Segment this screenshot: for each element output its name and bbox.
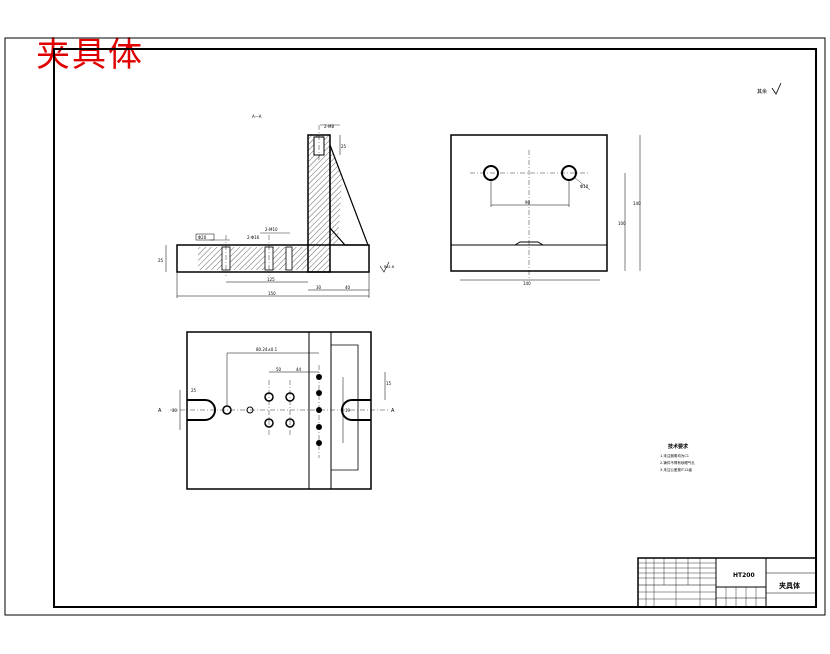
- note-1: 1.未注倒角均为C1: [660, 453, 689, 458]
- outer-border: [4, 37, 826, 616]
- dim-front-6: Ra1.6: [384, 265, 394, 269]
- dim-front-8: 125: [267, 277, 275, 282]
- dim-front-10: 40: [345, 285, 351, 290]
- roughness-note-text: 其余: [757, 88, 767, 95]
- top-view: 80.24±0.1 50 44 15 30 25 19 A A: [158, 331, 395, 490]
- dim-top-6: 25: [191, 388, 197, 393]
- side-view: 90 Φ10 140 100 140: [450, 134, 641, 286]
- title-block: HT200 夹具体: [637, 557, 817, 608]
- front-section-view: A—A: [158, 114, 394, 298]
- dim-side-3: 140: [523, 281, 531, 286]
- dim-top-2: 50: [276, 367, 282, 372]
- dim-front-5: Φ20: [198, 235, 207, 240]
- technical-notes: 技术要求 1.未注倒角均为C1 2.铸件不得有砂眼气孔 3.未注公差按IT12级: [660, 443, 695, 472]
- dim-front-9: 30: [316, 285, 322, 290]
- dim-top-4: 15: [386, 381, 392, 386]
- dim-top-5: 30: [172, 408, 178, 413]
- note-3: 3.未注公差按IT12级: [660, 467, 692, 472]
- dim-front-11: 150: [268, 291, 276, 296]
- dim-top-7: 19: [345, 408, 351, 413]
- dim-top-1: 80.24±0.1: [256, 347, 278, 352]
- title-block-material: HT200: [733, 572, 755, 579]
- dim-front-2: 25: [341, 144, 347, 149]
- inner-border: [53, 48, 817, 608]
- section-label: A—A: [252, 114, 262, 119]
- dim-top-3: 44: [296, 367, 302, 372]
- dim-side-4: 100: [618, 221, 626, 226]
- note-2: 2.铸件不得有砂眼气孔: [660, 460, 695, 465]
- section-mark-left: A: [158, 408, 162, 414]
- notes-title: 技术要求: [668, 443, 689, 450]
- title-block-name: 夹具体: [779, 581, 801, 590]
- dim-front-3: 2-Φ16: [247, 235, 260, 240]
- dim-side-5: 140: [633, 201, 641, 206]
- dim-side-2: Φ10: [580, 184, 589, 189]
- dim-front-7: 25: [158, 258, 164, 263]
- section-mark-right: A: [391, 408, 395, 414]
- roughness-note: 其余: [757, 82, 782, 95]
- dim-front-1: 2-M8: [324, 124, 334, 129]
- dim-front-4: 2-M10: [265, 227, 278, 232]
- dim-side-1: 90: [525, 200, 531, 205]
